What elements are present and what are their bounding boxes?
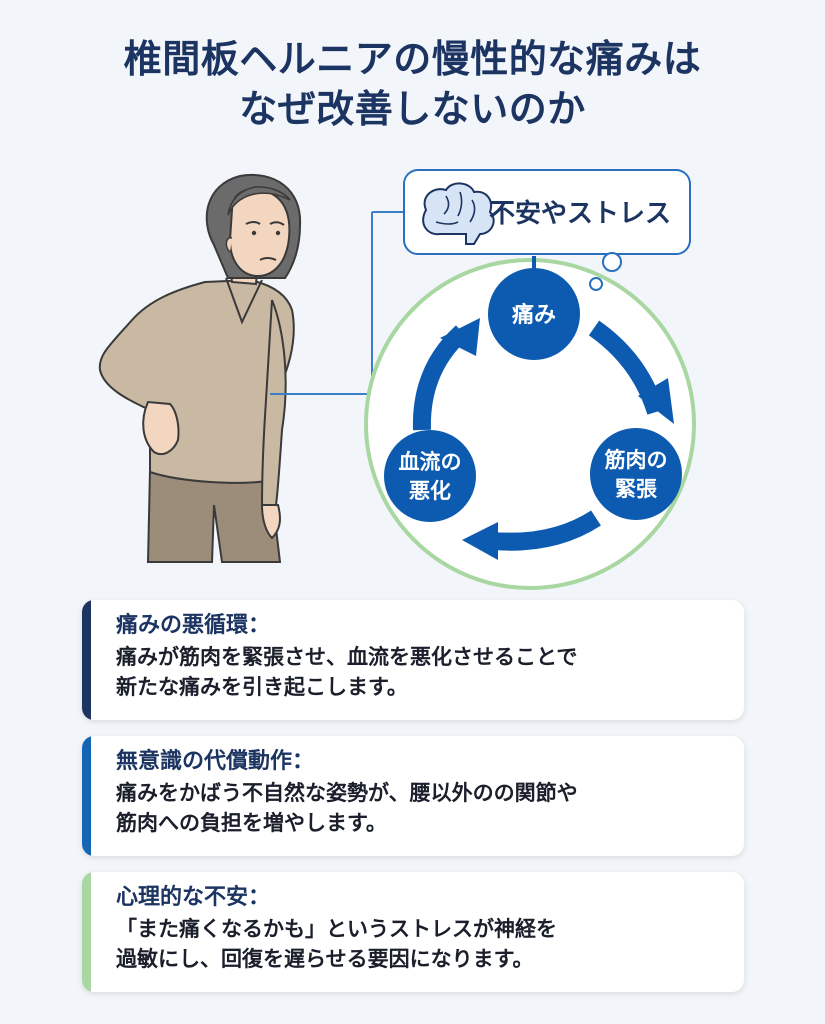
node-muscle-circle xyxy=(590,428,682,520)
stress-bubble: 不安やストレス xyxy=(403,169,691,291)
bubble-dot-large xyxy=(602,252,622,272)
page-title: 椎間板ヘルニアの慢性的な痛みは なぜ改善しないのか xyxy=(0,34,825,134)
arrowhead-blood-to-pain xyxy=(440,318,480,356)
card-heading: 心理的な不安： xyxy=(116,885,271,910)
card-body: 痛みをかばう不自然な姿勢が、腰以外のの関節や 筋肉への負担を増やします。 xyxy=(116,781,578,835)
pants-shape xyxy=(146,468,282,563)
stress-label: 不安やストレス xyxy=(489,199,671,229)
hand-on-back-shape xyxy=(142,400,180,456)
node-blood: 血流の 悪化 xyxy=(384,430,476,522)
ear-shape xyxy=(225,237,233,253)
arm-right-shape xyxy=(260,299,287,506)
node-blood-label-2: 悪化 xyxy=(409,479,451,503)
bubble-dot-small xyxy=(589,277,603,291)
vicious-cycle-diagram: 不安やストレス 痛み 筋肉の 緊張 血流の 悪化 xyxy=(98,169,696,590)
card-heading: 痛みの悪循環： xyxy=(116,613,271,638)
explanation-cards: 痛みの悪循環： 痛みが筋肉を緊張させ、血流を悪化させることで 新たな痛みを引き起… xyxy=(82,600,744,1008)
eye-left xyxy=(251,230,257,236)
card-accent-bar xyxy=(82,736,91,856)
arrowhead-pain-to-muscle xyxy=(638,378,674,424)
node-muscle: 筋肉の 緊張 xyxy=(590,428,682,520)
hand-right-shape xyxy=(260,504,281,540)
title-line-1: 椎間板ヘルニアの慢性的な痛みは xyxy=(123,37,702,81)
face-shape xyxy=(228,188,291,278)
brow-left xyxy=(245,221,261,225)
node-pain: 痛み xyxy=(488,268,580,360)
v-neck-line xyxy=(225,277,263,325)
node-muscle-label-1: 筋肉の xyxy=(604,448,668,472)
node-pain-label: 痛み xyxy=(512,302,556,328)
node-blood-label-1: 血流の xyxy=(399,450,462,474)
fringe-shape xyxy=(227,186,291,216)
card-accent-bar xyxy=(82,600,91,720)
node-blood-circle xyxy=(384,430,476,522)
woman-illustration xyxy=(98,174,302,563)
mouth-line xyxy=(259,257,277,261)
eye-right xyxy=(275,230,281,236)
card-heading: 無意識の代償動作： xyxy=(116,749,315,774)
node-muscle-label-2: 緊張 xyxy=(615,477,658,501)
card-vicious-cycle: 痛みの悪循環： 痛みが筋肉を緊張させ、血流を悪化させることで 新たな痛みを引き起… xyxy=(82,600,744,720)
card-body: 痛みが筋肉を緊張させ、血流を悪化させることで 新たな痛みを引き起こします。 xyxy=(116,645,578,699)
card-compensation: 無意識の代償動作： 痛みをかばう不自然な姿勢が、腰以外のの関節や 筋肉への負担を… xyxy=(82,736,744,856)
card-body: 「また痛くなるかも」というストレスが神経を 過敏にし、回復を遅らせる要因になりま… xyxy=(116,917,557,971)
sweater-shape xyxy=(98,278,295,484)
card-anxiety: 心理的な不安： 「また痛くなるかも」というストレスが神経を 過敏にし、回復を遅ら… xyxy=(82,872,744,992)
card-accent-bar xyxy=(82,872,91,992)
node-pain-circle xyxy=(488,268,580,360)
title-line-2: なぜ改善しないのか xyxy=(239,87,586,131)
brow-right xyxy=(269,221,285,226)
arrowhead-muscle-to-blood xyxy=(462,522,498,560)
brain-icon xyxy=(422,182,495,245)
